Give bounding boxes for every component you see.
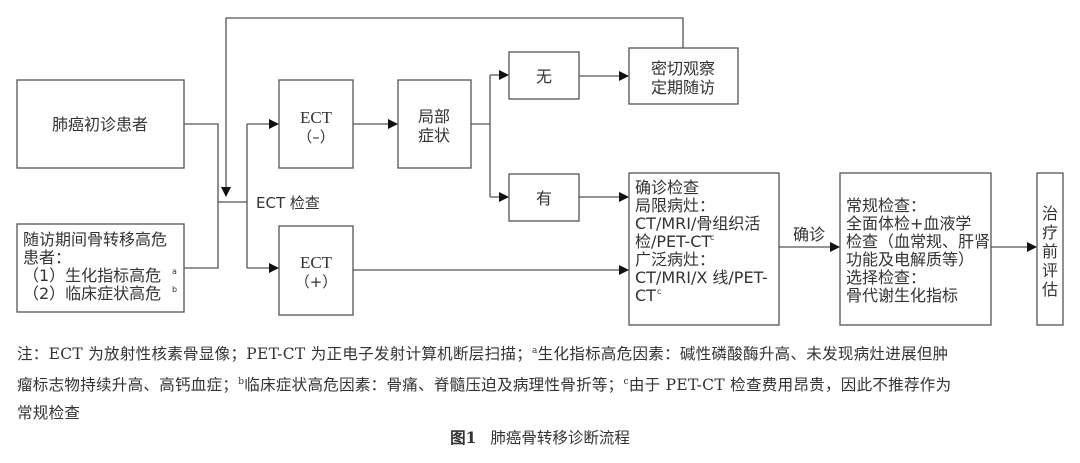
node-pretreatment-char3: 前 (1042, 242, 1058, 261)
node-routine-line6: 骨代谢生化指标 (846, 286, 958, 305)
node-routine-line4: 功能及电解质等） (846, 250, 974, 269)
node-confirm-line5: 广泛病灶： (635, 250, 715, 269)
node-routine-exam-box (839, 172, 992, 326)
edge-initial-to-merge (184, 123, 219, 269)
node-followup-sup-b: b (172, 285, 177, 294)
node-ect-negative-box (278, 79, 354, 169)
node-confirm-line4: 检/PET-CT (635, 232, 711, 251)
node-initial-patient-box (16, 79, 185, 169)
node-confirm-sup-c2: c (657, 287, 661, 296)
node-routine-line3: 检查（血常规、肝肾 (846, 232, 990, 251)
node-yes: 有 (536, 189, 552, 208)
node-ect-positive-line1: ECT (300, 253, 333, 272)
node-pretreatment-char1: 治 (1042, 204, 1058, 223)
node-followup-line1: 随访期间骨转移高危 (23, 230, 167, 249)
node-pretreatment-char5: 估 (1042, 280, 1058, 299)
node-confirm-line3: CT/MRI/骨组织活 (635, 214, 760, 233)
node-ect-positive-line2: （+） (295, 273, 338, 291)
node-ect-negative-line1: ECT (300, 108, 333, 127)
edge-loop-back (221, 17, 684, 197)
node-confirm-line6: CT/MRI/X 线/PET- (635, 268, 768, 287)
node-observe-line1: 密切观察 (651, 59, 715, 78)
node-pretreatment-char2: 疗 (1042, 223, 1058, 242)
ect-exam-label: ECT 检查 (256, 194, 320, 212)
node-followup-line3: （1）生化指标高危 (23, 266, 161, 285)
node-ect-negative-line2: （–） (297, 128, 335, 146)
caption-text: 肺癌骨转移诊断流程 (490, 429, 630, 447)
node-followup-sup-a: a (172, 267, 177, 276)
node-confirm-line2: 局限病灶： (635, 196, 715, 215)
node-local-symptoms-line1: 局部 (418, 107, 450, 126)
node-pretreatment-box (1036, 172, 1064, 326)
node-none: 无 (536, 67, 552, 86)
node-none-box (508, 51, 580, 100)
node-confirm-sup-c1: c (710, 233, 714, 242)
node-followup-line4: （2）临床症状高危 (23, 284, 161, 303)
node-yes-box (508, 173, 580, 222)
figure-caption: 图1 肺癌骨转移诊断流程 (0, 426, 1080, 448)
note-line-1: 注：ECT 为放射性核素骨显像；PET-CT 为正电子发射计算机断层扫描；a生化… (17, 345, 949, 363)
node-confirm-line1: 确诊检查 (635, 178, 699, 197)
note-line-3: 常规检查 (17, 404, 81, 422)
node-pretreatment-char4: 评 (1042, 261, 1058, 280)
node-local-symptoms-line2: 症状 (418, 126, 450, 145)
confirm-label: 确诊 (793, 225, 825, 244)
note-line-2: 瘤标志物持续升高、高钙血症；b临床症状高危因素：骨痛、脊髓压迫及病理性骨折等；c… (17, 376, 952, 394)
node-observe-box (628, 47, 739, 105)
caption-label: 图1 (450, 428, 477, 447)
node-followup-line2: 患者： (23, 248, 71, 267)
node-routine-line2: 全面体检+血液学 (846, 214, 971, 233)
node-routine-line1: 常规检查： (846, 196, 926, 215)
node-observe-line2: 定期随访 (651, 78, 715, 97)
node-confirm-exam-box (628, 172, 780, 326)
figure-note: 注：ECT 为放射性核素骨显像；PET-CT 为正电子发射计算机断层扫描；a生化… (17, 337, 1067, 427)
node-ect-positive-box (278, 225, 354, 316)
node-local-symptoms-box (397, 79, 472, 169)
flowchart: 肺癌初诊患者 随访期间骨转移高危 患者： （1）生化指标高危 a （2）临床症状… (16, 17, 1064, 326)
node-initial-patient: 肺癌初诊患者 (52, 115, 148, 134)
node-followup-box (16, 223, 185, 313)
node-confirm-line7: CT (635, 286, 656, 305)
node-routine-line5: 选择检查： (846, 268, 926, 287)
